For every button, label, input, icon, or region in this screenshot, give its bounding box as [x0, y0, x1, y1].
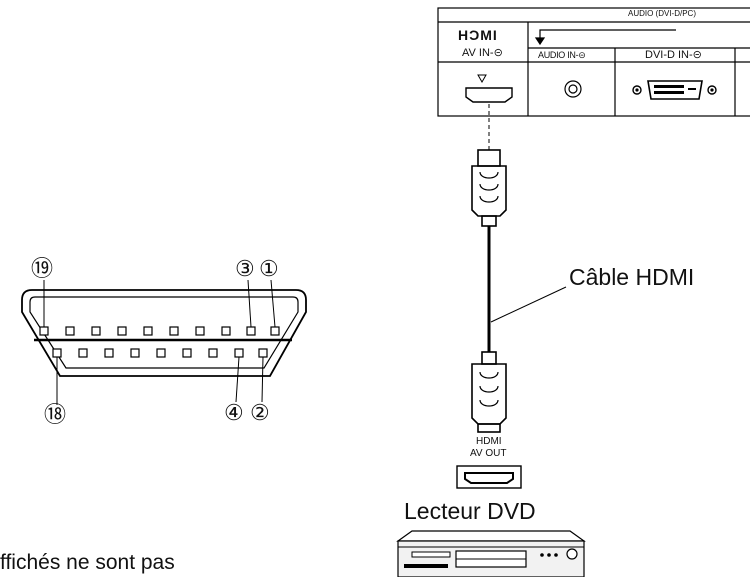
cable-label: Câble HDMI [569, 264, 695, 290]
audio-in-label: AUDIO IN-⊝ [538, 50, 586, 60]
av-out-label-line2: AV OUT [470, 448, 507, 459]
dvi-d-in-label: DVI-D IN-⊝ [645, 49, 702, 61]
hdmi-plug-top [471, 149, 507, 227]
pin-4-label: ④ [224, 400, 244, 425]
cable-label-leader [490, 286, 567, 323]
audio-in-jack [564, 80, 582, 98]
av-in-label: AV IN-⊝ [462, 47, 503, 59]
footer-partial-text: ffichés ne sont pas [0, 551, 175, 574]
audio-group-label: AUDIO (DVI-D/PC) [628, 9, 696, 18]
hdmi-av-out-port [456, 465, 522, 489]
pin-3-label: ③ [235, 256, 255, 281]
hdmi-plug-bottom [471, 351, 507, 433]
av-out-label-line1: HDMI [476, 436, 502, 447]
hdmi-pinout-connector [21, 289, 307, 377]
device-name: Lecteur DVD [404, 498, 536, 524]
pin-2-label: ② [250, 400, 270, 425]
pinout-pins [39, 326, 280, 358]
dvd-player-icon [396, 530, 586, 577]
hdmi-av-in-port [465, 74, 513, 103]
dvi-d-in-connector [632, 80, 717, 100]
rear-panel [437, 7, 750, 117]
pinout-leader-lines [43, 279, 276, 405]
pin-1-label: ① [259, 256, 279, 281]
pin-18-label: ⑱ [44, 402, 67, 427]
pin-19-label: ⑲ [31, 256, 54, 281]
hdmi-logo: HƆMI [458, 27, 498, 43]
